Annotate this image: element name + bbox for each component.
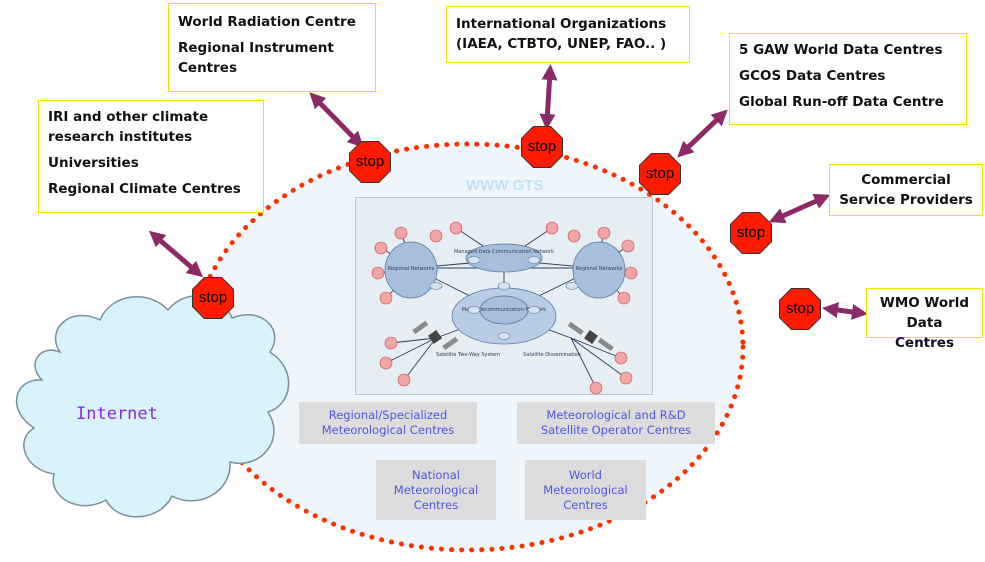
- radiation-box: World Radiation Centre Regional Instrume…: [168, 3, 376, 92]
- gaw-line-3: Global Run-off Data Centre: [739, 94, 944, 110]
- stop-gateway-commercial: stop: [730, 212, 772, 254]
- stop-gateway-radiation: stop: [349, 141, 391, 183]
- stop-label: stop: [736, 224, 766, 241]
- satellite-left: [412, 320, 459, 351]
- internet-cloud: [15, 295, 290, 518]
- stop-sign-icon: [639, 153, 681, 195]
- arrow-international: [539, 64, 558, 130]
- gaw-line-1: 5 GAW World Data Centres: [739, 42, 943, 58]
- national-centres-label: National Meteorological Centres: [393, 467, 479, 512]
- commercial-box: Commercial Service Providers: [829, 164, 983, 216]
- stop-label: stop: [355, 153, 385, 170]
- stop-gateway-gaw: stop: [639, 153, 681, 195]
- stop-label: stop: [198, 289, 228, 306]
- stop-sign-icon: [779, 288, 821, 330]
- stop-label: stop: [645, 165, 675, 182]
- sat-dissemination-label: Satellite Dissemination: [523, 352, 581, 358]
- world-centres-label: World Meteorological Centres: [543, 467, 628, 512]
- iri-line-1: IRI and other climate research institute…: [48, 109, 209, 145]
- stop-sign-icon: [730, 212, 772, 254]
- wmo-wdc-line-1: WMO World Data Centres: [879, 295, 970, 351]
- world-centres: World Meteorological Centres: [525, 460, 646, 520]
- arrow-wmo-wdc: [822, 302, 868, 320]
- regional-network-label-right: Regional Networks: [576, 266, 623, 272]
- regional-network-label-left: Regional Networks: [388, 266, 435, 272]
- gaw-box: 5 GAW World Data Centres GCOS Data Centr…: [729, 33, 967, 125]
- commercial-line-1: Commercial Service Providers: [839, 172, 973, 208]
- stop-sign-icon: [192, 277, 234, 319]
- regional-specialized-label: Regional/Specialized Meteorological Cent…: [321, 408, 455, 437]
- radiation-line-1: World Radiation Centre: [178, 14, 356, 30]
- gts-dotted-ring: [190, 141, 746, 553]
- gts-title: WWW GTS: [466, 177, 544, 194]
- satellite-operator-label: Meteorological and R&D Satellite Operato…: [540, 408, 692, 437]
- stop-sign-icon: [521, 126, 563, 168]
- regional-specialized-centres: Regional/Specialized Meteorological Cent…: [299, 402, 477, 444]
- arrow-iri: [148, 230, 204, 278]
- sat-two-way-label: Satellite Two-Way System: [436, 352, 500, 358]
- arrow-commercial: [768, 193, 831, 224]
- iri-line-3: Regional Climate Centres: [48, 181, 241, 197]
- stop-label: stop: [527, 138, 557, 155]
- arrow-radiation: [309, 92, 364, 148]
- stop-gateway-international: stop: [521, 126, 563, 168]
- stop-gateway-iri: stop: [192, 277, 234, 319]
- stop-gateway-wmo-wdc: stop: [779, 288, 821, 330]
- satellite-operator-centres: Meteorological and R&D Satellite Operato…: [517, 402, 715, 444]
- mtn-label: Main Telecommunication Network: [462, 307, 547, 313]
- national-centres: National Meteorological Centres: [376, 460, 496, 520]
- gts-network-figure: Managed Data Communication Network Regio…: [355, 197, 653, 395]
- international-box: International Organizations (IAEA, CTBTO…: [446, 6, 690, 63]
- wmo-wdc-box: WMO World Data Centres: [866, 288, 983, 351]
- mdcn-label: Managed Data Communication Network: [454, 249, 554, 255]
- iri-line-2: Universities: [48, 155, 139, 171]
- gaw-line-2: GCOS Data Centres: [739, 68, 886, 84]
- stop-label: stop: [785, 300, 815, 317]
- stop-sign-icon: [349, 141, 391, 183]
- iri-box: IRI and other climate research institute…: [38, 100, 264, 213]
- arrow-gaw: [677, 109, 728, 158]
- internet-label: Internet: [76, 404, 158, 424]
- radiation-line-2: Regional Instrument Centres: [178, 40, 334, 76]
- satellite-right: [567, 321, 614, 352]
- international-line-1: International Organizations (IAEA, CTBTO…: [456, 16, 667, 52]
